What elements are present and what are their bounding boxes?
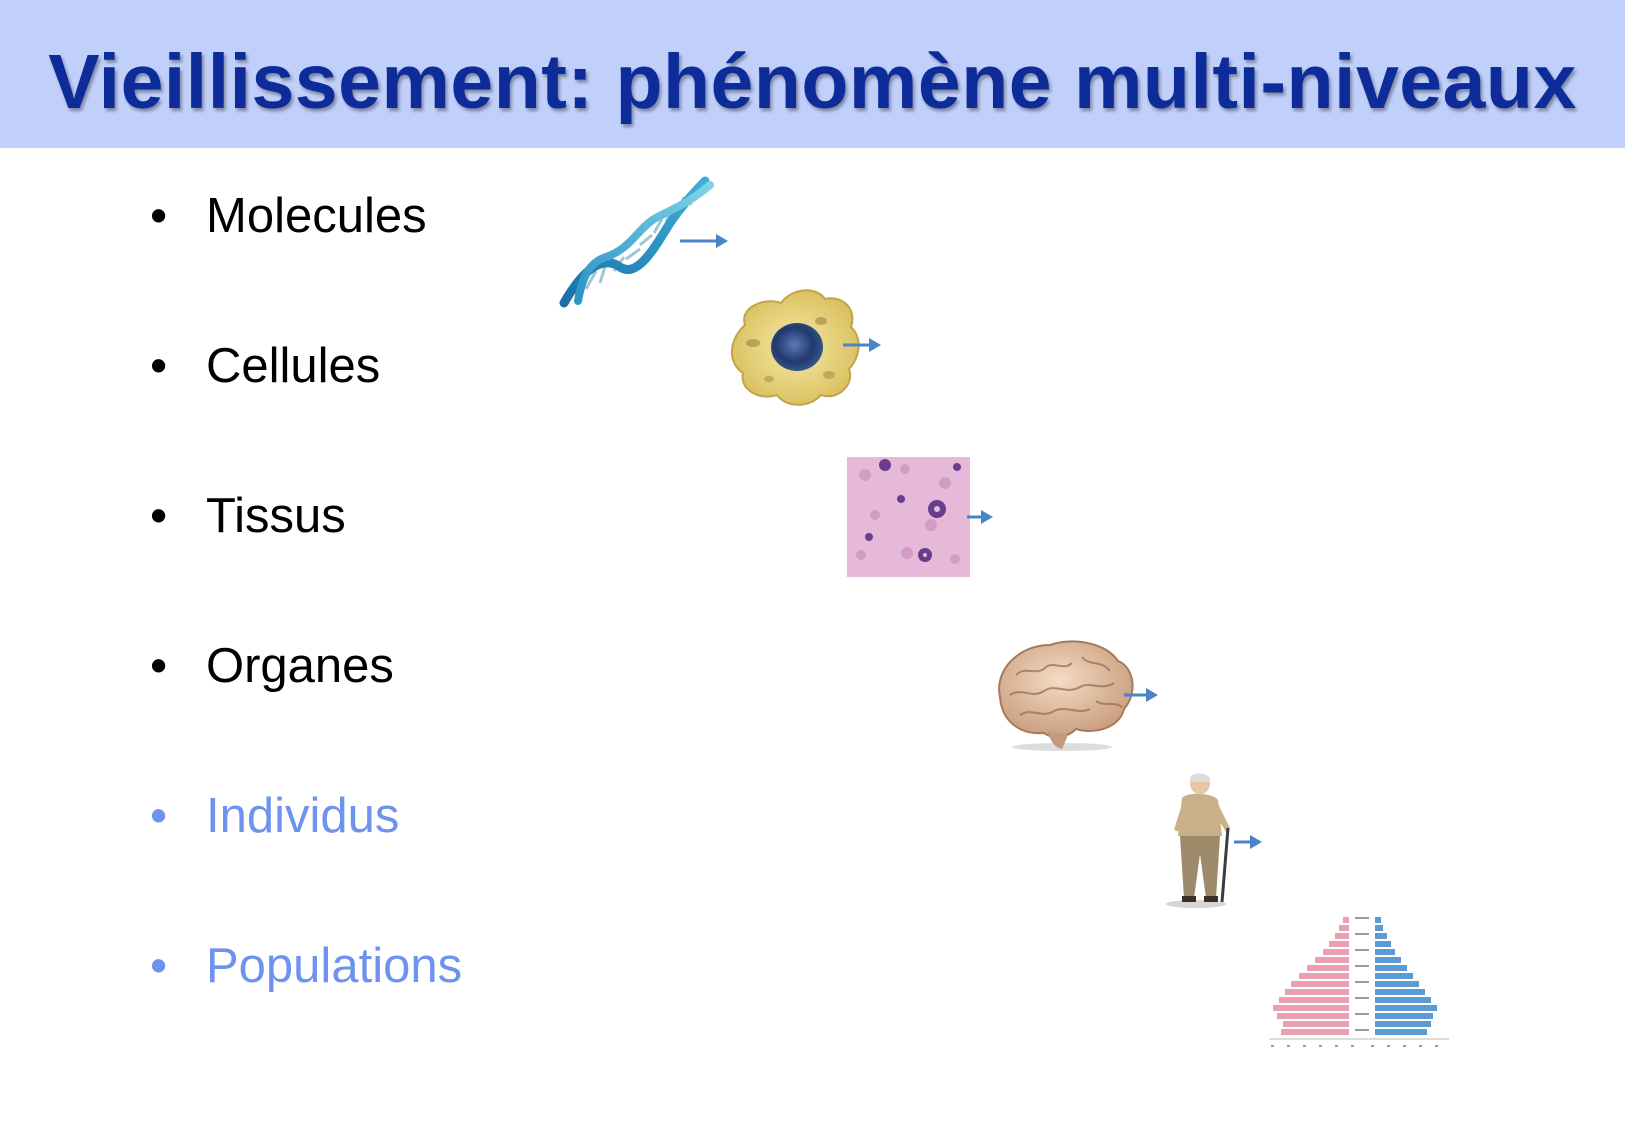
arrow-right-icon bbox=[0, 0, 1, 1]
bullet-item-cellules: • Cellules bbox=[150, 336, 380, 396]
population-pyramid-icon bbox=[1269, 917, 1449, 1047]
bullet-marker: • bbox=[150, 939, 168, 993]
bullet-marker: • bbox=[150, 489, 168, 543]
bullet-marker: • bbox=[150, 639, 168, 693]
bullet-label: Tissus bbox=[206, 489, 346, 543]
bullet-marker: • bbox=[150, 189, 168, 243]
bullet-label: Organes bbox=[206, 639, 394, 693]
tissue-histology-icon bbox=[847, 457, 993, 577]
bullet-label: Populations bbox=[206, 939, 463, 993]
bullet-item-populations: • Populations bbox=[150, 936, 462, 996]
bullet-marker: • bbox=[150, 339, 168, 393]
bullet-label: Cellules bbox=[206, 339, 381, 393]
bullet-item-tissus: • Tissus bbox=[150, 486, 346, 546]
bullet-marker: • bbox=[150, 789, 168, 843]
bullet-label: Individus bbox=[206, 789, 400, 843]
bullet-label: Molecules bbox=[206, 189, 427, 243]
slide-title: Vieillissement: phénomène multi-niveaux bbox=[48, 39, 1577, 125]
elderly-person-with-cane-icon bbox=[1166, 773, 1262, 908]
bullet-item-individus: • Individus bbox=[150, 786, 399, 846]
bullet-item-molecules: • Molecules bbox=[150, 186, 427, 246]
bullet-list: • Molecules • Cellules • Tissus • Organes • I… bbox=[0, 0, 700, 1125]
title-band bbox=[0, 0, 1625, 148]
brain-icon bbox=[998, 640, 1158, 751]
cell-icon bbox=[730, 289, 881, 406]
dna-double-helix-icon bbox=[559, 176, 728, 308]
bullet-item-organes: • Organes bbox=[150, 636, 394, 696]
